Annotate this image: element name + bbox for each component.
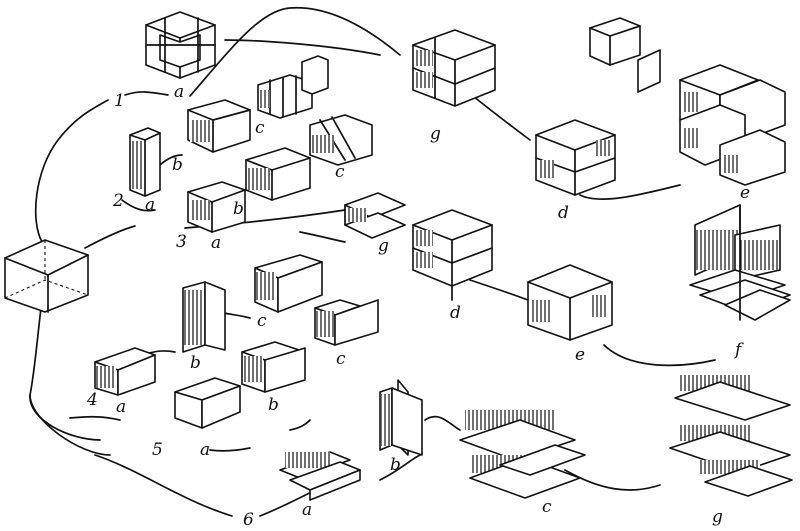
label-f-right: f — [733, 340, 744, 360]
source-box — [5, 240, 88, 312]
label-a-row4: a — [116, 397, 126, 417]
composite-d-right — [536, 120, 615, 195]
label-b-row3: b — [233, 199, 244, 219]
label-5: 5 — [152, 440, 163, 460]
label-c-row4b: c — [336, 349, 346, 369]
label-a-top: a — [174, 82, 184, 102]
label-g-mid: g — [378, 236, 389, 256]
frame-top-a — [146, 12, 215, 78]
grid-g-row6 — [670, 375, 792, 496]
composite-f — [690, 205, 790, 320]
label-b-row4: b — [190, 353, 201, 373]
segments-c-top — [258, 56, 328, 118]
label-c-row2: c — [335, 162, 345, 182]
label-b-row5: b — [268, 395, 279, 415]
composite-d-middle — [413, 210, 492, 300]
label-d-low: d — [450, 303, 461, 323]
label-g-bot: g — [712, 507, 723, 527]
label-4: 4 — [86, 390, 98, 410]
composite-g-top — [413, 30, 495, 106]
label-1: 1 — [114, 91, 125, 111]
label-a-row3: a — [211, 233, 221, 253]
label-c-row4a: c — [257, 311, 267, 331]
label-2: 2 — [112, 191, 124, 211]
channel-a-row4 — [95, 348, 155, 395]
box-b-row2b — [246, 148, 310, 200]
label-c-row6: c — [542, 497, 552, 517]
label-c-top: c — [255, 118, 265, 138]
label-e-low: e — [575, 345, 585, 365]
label-6: 6 — [243, 510, 254, 530]
label-a-row5: a — [200, 440, 210, 460]
channel-a-row5 — [175, 378, 240, 428]
segments-c-row2 — [310, 115, 372, 165]
connector-lines — [30, 8, 715, 516]
label-g-top: g — [430, 124, 441, 144]
label-d-mid: d — [558, 203, 569, 223]
label-a-row2: a — [145, 195, 155, 215]
composite-e-middle — [528, 265, 612, 340]
label-a-row6: a — [302, 500, 312, 520]
label-b-row6: b — [390, 455, 401, 475]
composite-e-topright — [590, 18, 785, 185]
tee-a-row6 — [280, 452, 360, 500]
channel-c-row4b — [315, 300, 378, 345]
label-b-row2: b — [172, 155, 183, 175]
plate-g-row3 — [345, 193, 405, 238]
channel-b-row4b — [242, 342, 305, 392]
label-3: 3 — [176, 232, 187, 252]
tee-b-row6 — [380, 380, 422, 455]
channel-c-row4 — [255, 255, 322, 312]
box-b-row2 — [188, 100, 250, 152]
label-e-right: e — [740, 183, 750, 203]
channel-b-row4 — [183, 282, 225, 352]
grid-c-row6 — [460, 410, 585, 498]
tube-a — [130, 128, 160, 196]
